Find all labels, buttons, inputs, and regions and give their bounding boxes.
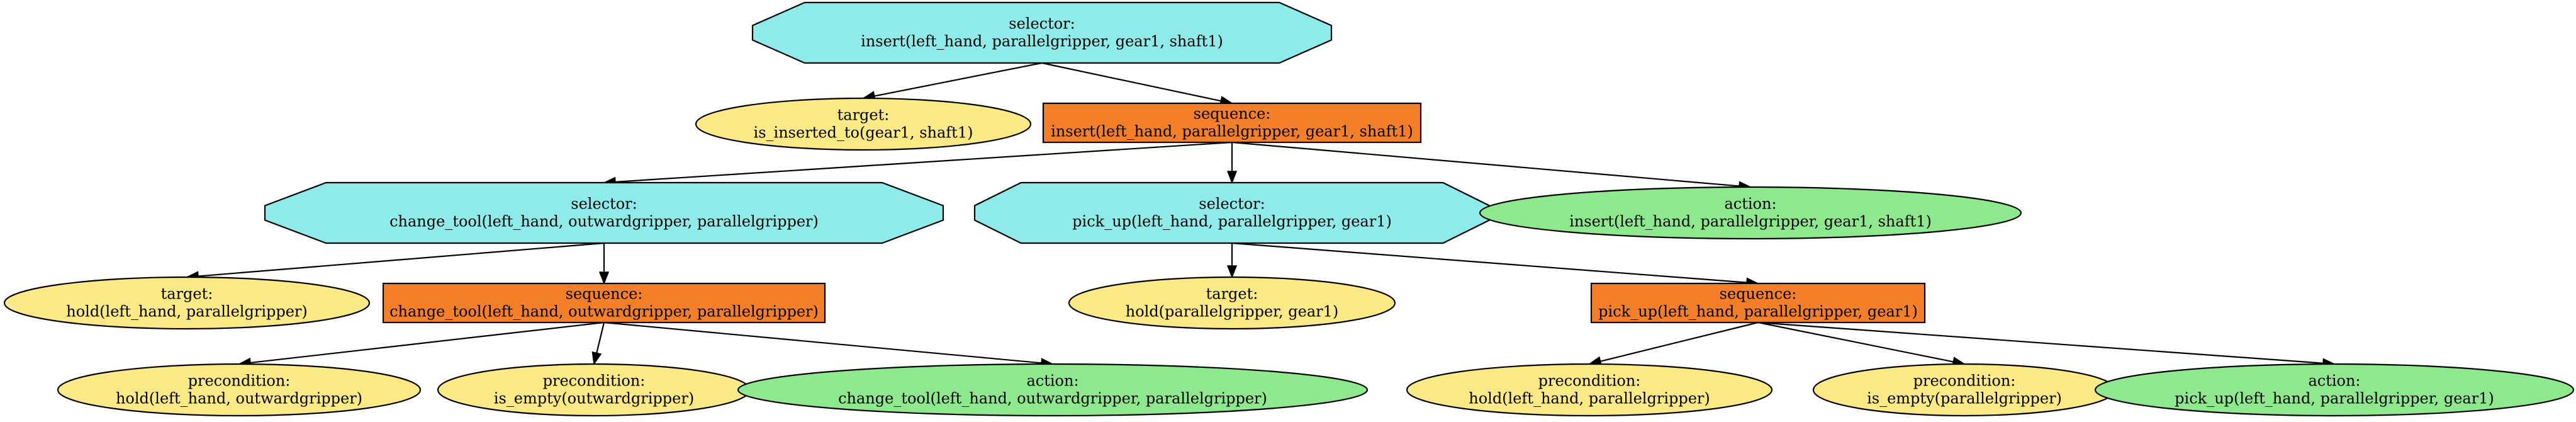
precondition-node: precondition:is_empty(parallelgripper) xyxy=(1812,363,2117,417)
edge-line xyxy=(596,322,605,353)
edge-line xyxy=(1757,321,2324,364)
node-expression-label: pick_up(left_hand, parallelgripper, gear… xyxy=(1598,303,1918,321)
edge-n10-n14 xyxy=(1588,321,1759,367)
node-kind-label: precondition: xyxy=(1538,372,1641,390)
node-kind-label: sequence: xyxy=(1194,105,1271,123)
edge-n8-n12 xyxy=(591,322,605,366)
edge-line xyxy=(1600,321,1759,362)
action-node: action:pick_up(left_hand, parallelgrippe… xyxy=(2094,363,2575,417)
node-kind-label: target: xyxy=(1206,285,1258,303)
node-kind-label: target: xyxy=(161,285,213,303)
sequence-node-shape xyxy=(1590,282,1926,324)
edge-n1-n2 xyxy=(861,62,1043,101)
node-expression-label: change_tool(left_hand, outwardgripper, p… xyxy=(389,213,819,231)
node-kind-label: selector: xyxy=(571,195,637,213)
node-expression-label: hold(parallelgripper, gear1) xyxy=(1126,303,1339,321)
edge-line xyxy=(1231,141,1740,187)
precondition-node: precondition:is_empty(outwardgripper) xyxy=(437,363,751,417)
sequence-node: sequence:pick_up(left_hand, parallelgrip… xyxy=(1590,282,1926,324)
node-expression-label: insert(left_hand, parallelgripper, gear1… xyxy=(1569,213,1932,231)
node-expression-label: change_tool(left_hand, outwardgripper, p… xyxy=(389,303,819,321)
selector-node: selector:pick_up(left_hand, parallelgrip… xyxy=(973,181,1491,244)
edge-line xyxy=(1231,242,1747,283)
arrowhead xyxy=(598,271,610,285)
node-expression-label: pick_up(left_hand, parallelgripper, gear… xyxy=(2175,390,2494,408)
node-kind-label: precondition: xyxy=(188,372,291,390)
edge-n5-n9 xyxy=(1226,243,1238,279)
node-kind-label: selector: xyxy=(1009,15,1075,33)
action-node-shape xyxy=(1479,186,2022,240)
precondition-node: precondition:hold(left_hand, outwardgrip… xyxy=(57,363,422,417)
arrowhead xyxy=(591,351,602,366)
node-kind-label: action: xyxy=(1724,195,1776,213)
edge-line xyxy=(198,242,605,277)
edge-line xyxy=(874,62,1043,97)
node-expression-label: hold(left_hand, parallelgripper) xyxy=(1469,390,1710,408)
target-node-shape xyxy=(1068,276,1396,330)
sequence-node-shape xyxy=(1042,102,1422,144)
selector-node: selector:insert(left_hand, parallelgripp… xyxy=(751,1,1333,64)
node-kind-label: precondition: xyxy=(1913,372,2016,390)
node-expression-label: insert(left_hand, parallelgripper, gear1… xyxy=(861,33,1223,50)
node-expression-label: hold(left_hand, parallelgripper) xyxy=(66,303,308,321)
action-node-shape xyxy=(2094,363,2575,417)
edge-line xyxy=(615,141,1233,183)
target-node-shape xyxy=(695,97,1032,151)
selector-node: selector:change_tool(left_hand, outwardg… xyxy=(264,181,944,244)
node-expression-label: is_empty(outwardgripper) xyxy=(494,390,694,408)
target-node: target:hold(parallelgripper, gear1) xyxy=(1068,276,1396,330)
edge-n10-n15 xyxy=(1757,321,1966,367)
node-kind-label: selector: xyxy=(1199,195,1265,213)
sequence-node: sequence:insert(left_hand, parallelgripp… xyxy=(1042,102,1422,144)
nodes-layer: selector:insert(left_hand, parallelgripp… xyxy=(3,1,2575,417)
edge-n10-n16 xyxy=(1757,321,2336,368)
node-kind-label: action: xyxy=(2308,372,2360,390)
node-expression-label: insert(left_hand, parallelgripper, gear1… xyxy=(1051,123,1413,140)
precondition-node: precondition:hold(left_hand, parallelgri… xyxy=(1406,363,1773,417)
edge-n4-n7 xyxy=(185,242,605,282)
node-kind-label: sequence: xyxy=(1720,285,1797,303)
edge-n8-n13 xyxy=(603,321,1055,368)
edge-n3-n5 xyxy=(1226,142,1238,185)
sequence-node: sequence:change_tool(left_hand, outwardg… xyxy=(382,282,826,324)
edge-n8-n11 xyxy=(237,321,605,368)
node-expression-label: pick_up(left_hand, parallelgripper, gear… xyxy=(1072,213,1392,231)
node-kind-label: target: xyxy=(837,106,890,124)
edge-line xyxy=(250,321,605,364)
edge-line xyxy=(1041,62,1221,102)
edge-line xyxy=(1757,321,1954,363)
selector-node-shape xyxy=(751,1,1333,64)
action-node-shape xyxy=(737,363,1369,417)
edge-n4-n8 xyxy=(598,243,610,285)
precondition-node-shape xyxy=(1406,363,1773,417)
node-kind-label: sequence: xyxy=(566,285,643,303)
node-kind-label: action: xyxy=(1026,372,1078,390)
edge-n1-n3 xyxy=(1041,62,1234,106)
target-node: target:is_inserted_to(gear1, shaft1) xyxy=(695,97,1032,151)
target-node: target:hold(left_hand, parallelgripper) xyxy=(3,276,371,330)
edge-line xyxy=(603,321,1042,364)
node-expression-label: is_empty(parallelgripper) xyxy=(1867,390,2062,408)
action-node: action:change_tool(left_hand, outwardgri… xyxy=(737,363,1369,417)
node-kind-label: precondition: xyxy=(543,372,646,390)
arrowhead xyxy=(1226,265,1238,279)
sequence-node-shape xyxy=(382,282,826,324)
node-expression-label: change_tool(left_hand, outwardgripper, p… xyxy=(838,390,1267,408)
precondition-node-shape xyxy=(57,363,422,417)
arrowhead xyxy=(1226,171,1238,185)
node-expression-label: is_inserted_to(gear1, shaft1) xyxy=(754,124,973,142)
action-node: action:insert(left_hand, parallelgripper… xyxy=(1479,186,2022,240)
node-expression-label: hold(left_hand, outwardgripper) xyxy=(116,390,362,408)
selector-node-shape xyxy=(264,181,944,244)
selector-node-shape xyxy=(973,181,1491,244)
target-node-shape xyxy=(3,276,371,330)
